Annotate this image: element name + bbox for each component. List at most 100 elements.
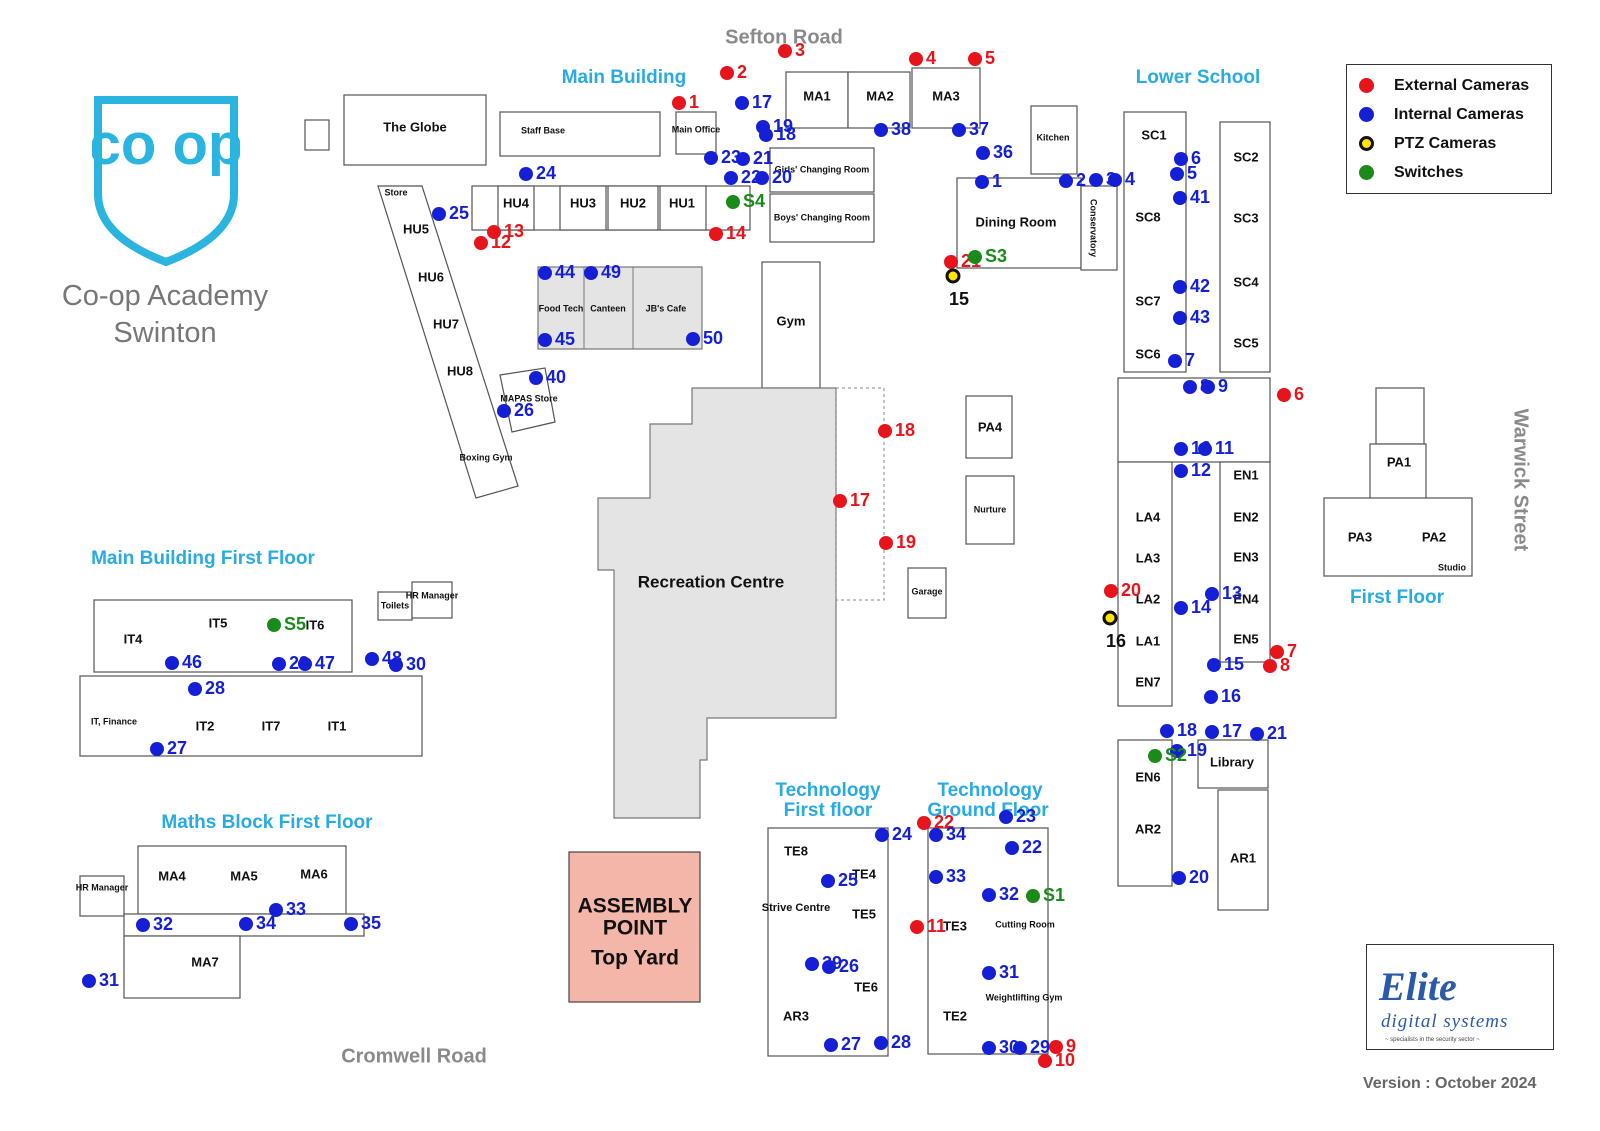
external-camera-icon [1038,1054,1052,1068]
internal-camera-icon [1174,442,1188,456]
internal-camera-label: 28 [891,1032,911,1052]
internal-camera-label: 26 [514,400,534,420]
external-camera-icon [944,255,958,269]
internal-camera-icon [239,917,253,931]
legend-switches: Switches [1359,158,1551,187]
internal-camera-label: 42 [1190,276,1210,296]
room-main-office: Main Office [672,124,721,134]
external-camera-icon [1104,584,1118,598]
internal-camera-label: 17 [1222,721,1242,741]
internal-camera-icon [529,371,543,385]
internal-camera-icon [389,658,403,672]
internal-camera-label: 37 [969,119,989,139]
elite-tagline: ~ specialists in the security sector ~ [1385,1037,1480,1043]
room-te6: TE6 [854,979,878,994]
internal-camera-label: 27 [167,738,187,758]
room-it6: IT6 [306,617,325,632]
internal-camera-icon [735,96,749,110]
area-main-building: Main Building [562,67,687,88]
internal-camera-icon [1173,191,1187,205]
internal-camera-label: 29 [1030,1037,1050,1057]
room-it4: IT4 [124,631,144,646]
internal-camera-label: 18 [776,124,796,144]
internal-camera-icon [822,960,836,974]
room-kitchen: Kitchen [1036,132,1069,142]
room-pa1: PA1 [1387,454,1411,469]
internal-camera-icon [1174,152,1188,166]
room-en3: EN3 [1233,549,1258,564]
switch-icon [1026,889,1040,903]
elite-subtitle: digital systems [1381,1011,1509,1032]
legend-label: PTZ Cameras [1394,134,1497,152]
external-camera-label: 6 [1294,384,1304,404]
room-la2: LA2 [1136,591,1161,606]
room-studio: Studio [1438,562,1466,572]
room-globe: The Globe [383,119,447,134]
room-sc6: SC6 [1135,346,1160,361]
internal-camera-label: 11 [1215,438,1234,458]
external-camera-label: 20 [1121,580,1141,600]
room-la3: LA3 [1136,550,1161,565]
internal-camera-icon [1205,587,1219,601]
room-en5: EN5 [1233,631,1258,646]
room-pa4: PA4 [978,419,1003,434]
road-top-label: Sefton Road [725,26,843,48]
internal-camera-icon [874,123,888,137]
internal-camera-label: 23 [721,147,741,167]
room-weightlifting: Weightlifting Gym [986,992,1063,1002]
internal-camera-label: 12 [1191,460,1211,480]
internal-camera-icon [432,207,446,221]
room-ar3: AR3 [783,1008,809,1023]
internal-camera-label: 25 [449,203,469,223]
room-girls-changing: Girls' Changing Room [775,164,870,174]
internal-camera-label: 18 [1177,720,1197,740]
coop-logo: co op [46,96,286,366]
internal-camera-label: 31 [99,970,119,990]
switch-icon [726,195,740,209]
room-hu8: HU8 [447,363,473,378]
internal-camera-label: 22 [1022,837,1042,857]
room-hu2: HU2 [620,195,646,210]
area-tech-ground-2: Ground Floor [927,800,1049,821]
room-te5: TE5 [852,906,876,921]
internal-camera-icon [1359,107,1374,122]
internal-camera-label: 7 [1185,350,1195,370]
room-sc5: SC5 [1233,335,1258,350]
room-garage: Garage [911,586,942,596]
internal-camera-label: 50 [703,328,723,348]
room-staff-base: Staff Base [521,125,565,135]
internal-camera-icon [150,742,164,756]
internal-camera-icon [1198,442,1212,456]
legend-ptz: PTZ Cameras [1359,129,1551,158]
road-right-label: Warwick Street [1510,409,1532,552]
internal-camera-icon [975,175,989,189]
external-camera-icon [1277,388,1291,402]
area-main-first-floor: Main Building First Floor [91,548,315,569]
external-camera-icon [720,66,734,80]
elite-brand: Elite [1379,964,1457,1009]
internal-camera-label: 33 [946,866,966,886]
internal-camera-icon [188,682,202,696]
room-canteen: Canteen [590,303,626,313]
external-camera-icon [474,236,488,250]
pa-first-floor-plan: PA1 PA3 PA2 Studio [1323,387,1473,577]
internal-camera-icon [929,828,943,842]
internal-camera-label: 22 [741,167,761,187]
area-tech-first-1: Technology [775,780,881,801]
switch-label: S1 [1043,885,1065,905]
assembly-line2: POINT [603,917,667,940]
room-it1: IT1 [328,718,347,733]
room-ar2: AR2 [1135,821,1161,836]
switch-icon [968,250,982,264]
room-strive: Strive Centre [762,902,830,914]
internal-camera-icon [1013,1041,1027,1055]
internal-camera-label: 43 [1190,307,1210,327]
internal-camera-label: 49 [601,262,621,282]
room-ma5: MA5 [230,868,257,883]
internal-camera-label: 13 [1222,583,1242,603]
school-name-line2: Swinton [113,317,217,349]
external-camera-label: 2 [737,62,747,82]
room-hr-manager-1: HR Manager [406,590,459,600]
room-ma1: MA1 [803,88,830,103]
internal-camera-label: 24 [892,824,912,844]
